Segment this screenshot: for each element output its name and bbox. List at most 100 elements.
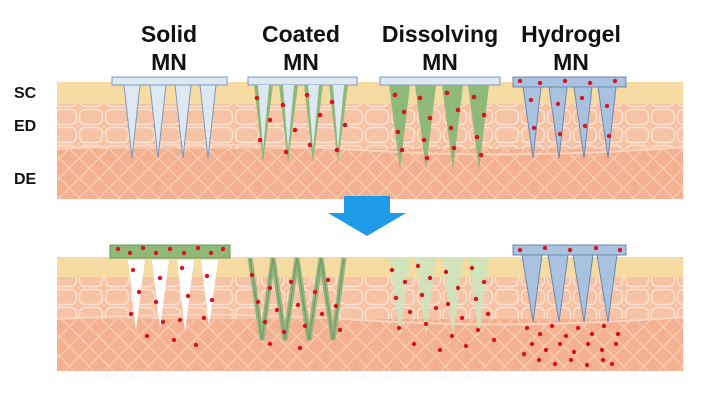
drug-particle bbox=[427, 275, 433, 281]
drug-particle bbox=[302, 323, 308, 329]
title-dissolving-line1: Dissolving bbox=[382, 21, 498, 47]
drug-particle bbox=[281, 329, 287, 335]
drug-particle bbox=[593, 245, 599, 251]
drug-particle bbox=[481, 279, 487, 285]
solid-needle bbox=[199, 84, 217, 159]
drug-particle bbox=[604, 103, 610, 109]
drug-particle bbox=[407, 309, 413, 315]
hydrogel-microneedle-top bbox=[512, 76, 627, 159]
title-dissolving-line2: MN bbox=[422, 49, 458, 75]
drug-particle bbox=[157, 275, 163, 281]
drug-particle bbox=[451, 145, 457, 151]
drug-particle bbox=[255, 299, 261, 305]
drug-particle bbox=[537, 331, 543, 337]
drug-particle bbox=[153, 299, 159, 305]
drug-particle bbox=[274, 307, 280, 313]
drug-particle bbox=[389, 267, 395, 273]
drug-particle bbox=[474, 134, 480, 140]
drug-particle bbox=[537, 80, 543, 86]
drug-particle bbox=[201, 315, 207, 321]
drug-particle bbox=[292, 127, 298, 133]
coated-channel-inner bbox=[249, 257, 345, 341]
hydrogel-needle bbox=[597, 86, 617, 159]
solid-microneedle-top bbox=[111, 76, 228, 159]
coated-drug-particles bbox=[254, 92, 348, 155]
drug-particle bbox=[528, 97, 534, 103]
solid-channel bbox=[152, 260, 169, 328]
label-sc: SC bbox=[14, 85, 37, 102]
solid-microneedle-bottom bbox=[109, 244, 231, 348]
drug-particle bbox=[415, 263, 421, 269]
drug-particle bbox=[517, 78, 523, 84]
drug-particle bbox=[459, 315, 465, 321]
dissolved-needle-region bbox=[468, 258, 489, 336]
drug-particle bbox=[185, 293, 191, 299]
drug-particle bbox=[329, 99, 335, 105]
drug-particle bbox=[585, 341, 591, 347]
drug-particle bbox=[312, 289, 318, 295]
drug-particle bbox=[617, 247, 623, 253]
drug-particle bbox=[423, 321, 429, 327]
title-solid-line2: MN bbox=[151, 49, 187, 75]
drug-particle bbox=[491, 337, 497, 343]
drug-particle bbox=[396, 325, 402, 331]
dissolving-needle bbox=[389, 85, 410, 170]
solid-channel bbox=[177, 260, 194, 332]
drug-particle bbox=[575, 325, 581, 331]
drug-particle bbox=[193, 342, 199, 348]
dissolving-needle bbox=[415, 85, 436, 170]
drug-particle bbox=[568, 357, 574, 363]
drug-particle bbox=[257, 137, 263, 143]
drug-particle bbox=[455, 107, 461, 113]
drug-particle bbox=[115, 246, 121, 252]
drug-particle bbox=[307, 142, 313, 148]
drug-particle bbox=[401, 109, 407, 115]
drug-particle bbox=[521, 351, 527, 357]
drug-particle bbox=[395, 129, 401, 135]
drug-particle bbox=[295, 302, 301, 308]
drug-particle bbox=[177, 317, 183, 323]
drug-particle bbox=[297, 345, 303, 351]
drug-particle bbox=[601, 323, 607, 329]
solid-drug-particles bbox=[115, 245, 226, 348]
drug-particle bbox=[267, 117, 273, 123]
down-arrow-icon bbox=[328, 196, 406, 236]
drug-particle bbox=[437, 347, 443, 353]
solid-channel bbox=[128, 260, 145, 330]
hydrogel-drug-particles bbox=[517, 78, 618, 139]
drug-particle bbox=[140, 245, 146, 251]
solid-needle bbox=[174, 84, 192, 159]
drug-particle bbox=[571, 349, 577, 355]
drug-particle bbox=[536, 357, 542, 363]
dissolving-needle bbox=[468, 85, 489, 170]
drug-particle bbox=[130, 267, 136, 273]
layer-boundary-bottom bbox=[56, 313, 684, 326]
drug-particle bbox=[473, 296, 479, 302]
drug-particle bbox=[195, 245, 201, 251]
title-coated-line1: Coated bbox=[262, 21, 340, 47]
drug-particle bbox=[517, 247, 523, 253]
drug-particle bbox=[402, 279, 408, 285]
drug-particle bbox=[325, 277, 331, 283]
drug-particle bbox=[481, 112, 487, 118]
drug-particle bbox=[127, 250, 133, 256]
drug-particle bbox=[543, 347, 549, 353]
title-hydrogel-line2: MN bbox=[553, 49, 589, 75]
dissolving-base-plate bbox=[379, 76, 501, 86]
title-hydrogel-line1: Hydrogel bbox=[521, 21, 621, 47]
dissolving-microneedle-bottom bbox=[389, 258, 497, 353]
dissolving-released-particles bbox=[389, 263, 497, 353]
drug-particle bbox=[448, 125, 454, 131]
drug-particle bbox=[579, 95, 585, 101]
layer-labels: SC ED DE bbox=[14, 85, 37, 188]
dermis-mesh-top bbox=[57, 149, 683, 199]
drug-particle bbox=[584, 362, 590, 368]
drug-particle bbox=[606, 133, 612, 139]
layer-boundary-top bbox=[56, 143, 684, 156]
drug-particle bbox=[254, 95, 260, 101]
drug-particle bbox=[144, 333, 150, 339]
drug-particle bbox=[531, 125, 537, 131]
coated-microneedle-bottom bbox=[247, 257, 347, 351]
drug-particle bbox=[267, 285, 273, 291]
